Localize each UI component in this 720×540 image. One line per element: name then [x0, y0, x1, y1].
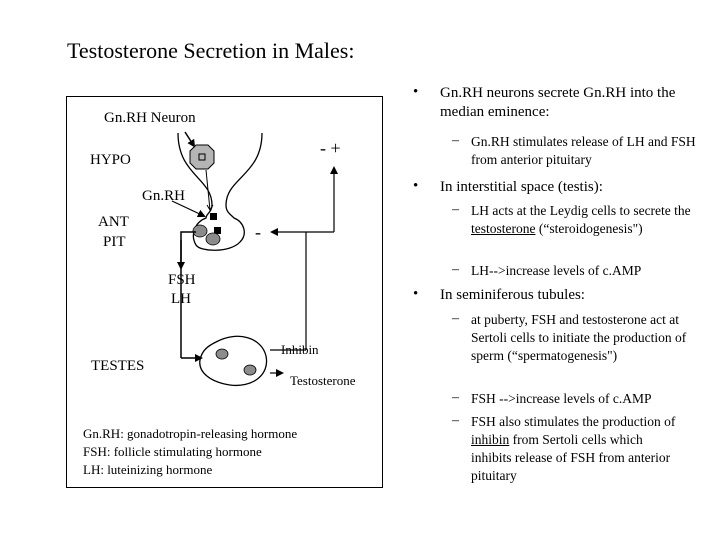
note-text: FSH also stimulates the production of [471, 414, 676, 429]
axon-terminal [206, 204, 214, 211]
dash-icon: – [452, 133, 459, 148]
note-text: (“steroidogenesis") [535, 221, 643, 236]
dash-icon: – [452, 413, 459, 428]
legend-fsh: FSH: follicle stimulating hormone [83, 444, 262, 459]
legend-lh: LH: luteinizing hormone [83, 462, 213, 477]
neuron-nucleus-icon [198, 153, 206, 161]
legend-gnrh: Gn.RH: gonadotropin-releasing hormone [83, 426, 298, 441]
bullet-icon: • [413, 178, 419, 194]
feedback-signs: - + [320, 138, 341, 158]
dash-icon: – [452, 202, 459, 217]
neuron-pointer-arrow [184, 131, 196, 148]
leydig-cell [243, 364, 257, 376]
note-bullet-2-sub-1: LH acts at the Leydig cells to secrete t… [471, 202, 696, 238]
pituitary-granule [210, 213, 217, 220]
dash-icon: – [452, 262, 459, 277]
slide-title: Testosterone Secretion in Males: [67, 38, 355, 63]
gnrh-arrow [171, 200, 206, 218]
note-bullet-3-sub-1: at puberty, FSH and testosterone act at … [471, 312, 687, 363]
testes-cell [199, 335, 268, 387]
note-text: LH acts at the Leydig cells to secrete t… [471, 203, 691, 218]
gnrh-neuron-icon [189, 144, 215, 170]
dash-icon: – [452, 311, 459, 326]
ant-pit-label-line1: ANT [98, 214, 129, 230]
sertoli-cell [215, 348, 229, 360]
pituitary-cell [192, 224, 208, 238]
gnrh-label: Gn.RH [142, 188, 185, 204]
note-bullet-1: Gn.RH neurons secrete Gn.RH into the med… [440, 85, 676, 120]
fsh-lh-path [180, 231, 196, 358]
testosterone-label: Testosterone [290, 373, 356, 388]
bullet-icon: • [413, 286, 419, 302]
neuron-axon [205, 169, 211, 211]
note-bullet-2: In interstitial space (testis): [440, 179, 603, 195]
inhibin-link[interactable]: inhibin [471, 432, 510, 447]
note-bullet-2-sub-2: LH-->increase levels of c.AMP [471, 263, 642, 278]
hypothalamus-outline [177, 132, 263, 251]
bullet-icon: • [413, 84, 419, 100]
testosterone-link[interactable]: testosterone [471, 221, 536, 236]
ant-pit-label-line2: PIT [103, 234, 126, 250]
fsh-label: FSH [168, 272, 196, 288]
note-bullet-1-sub-1: Gn.RH stimulates release of LH and FSH f… [471, 134, 696, 167]
note-bullet-3-sub-3: FSH also stimulates the production of in… [471, 413, 676, 485]
note-text: from Sertoli cells which inhibits releas… [471, 432, 671, 483]
diagram-frame [66, 96, 383, 488]
lh-label: LH [171, 291, 191, 307]
inhibin-label: Inhibin [281, 342, 319, 357]
hypo-label: HYPO [90, 152, 131, 168]
pituitary-cell [205, 232, 221, 246]
gnrh-neuron-label: Gn.RH Neuron [104, 110, 196, 126]
note-bullet-3: In seminiferous tubules: [440, 287, 585, 303]
testes-label: TESTES [91, 358, 145, 374]
note-bullet-3-sub-2: FSH -->increase levels of c.AMP [471, 391, 652, 406]
pituitary-granule [214, 227, 221, 234]
dash-icon: – [452, 390, 459, 405]
pit-feedback-sign: - [255, 222, 261, 242]
